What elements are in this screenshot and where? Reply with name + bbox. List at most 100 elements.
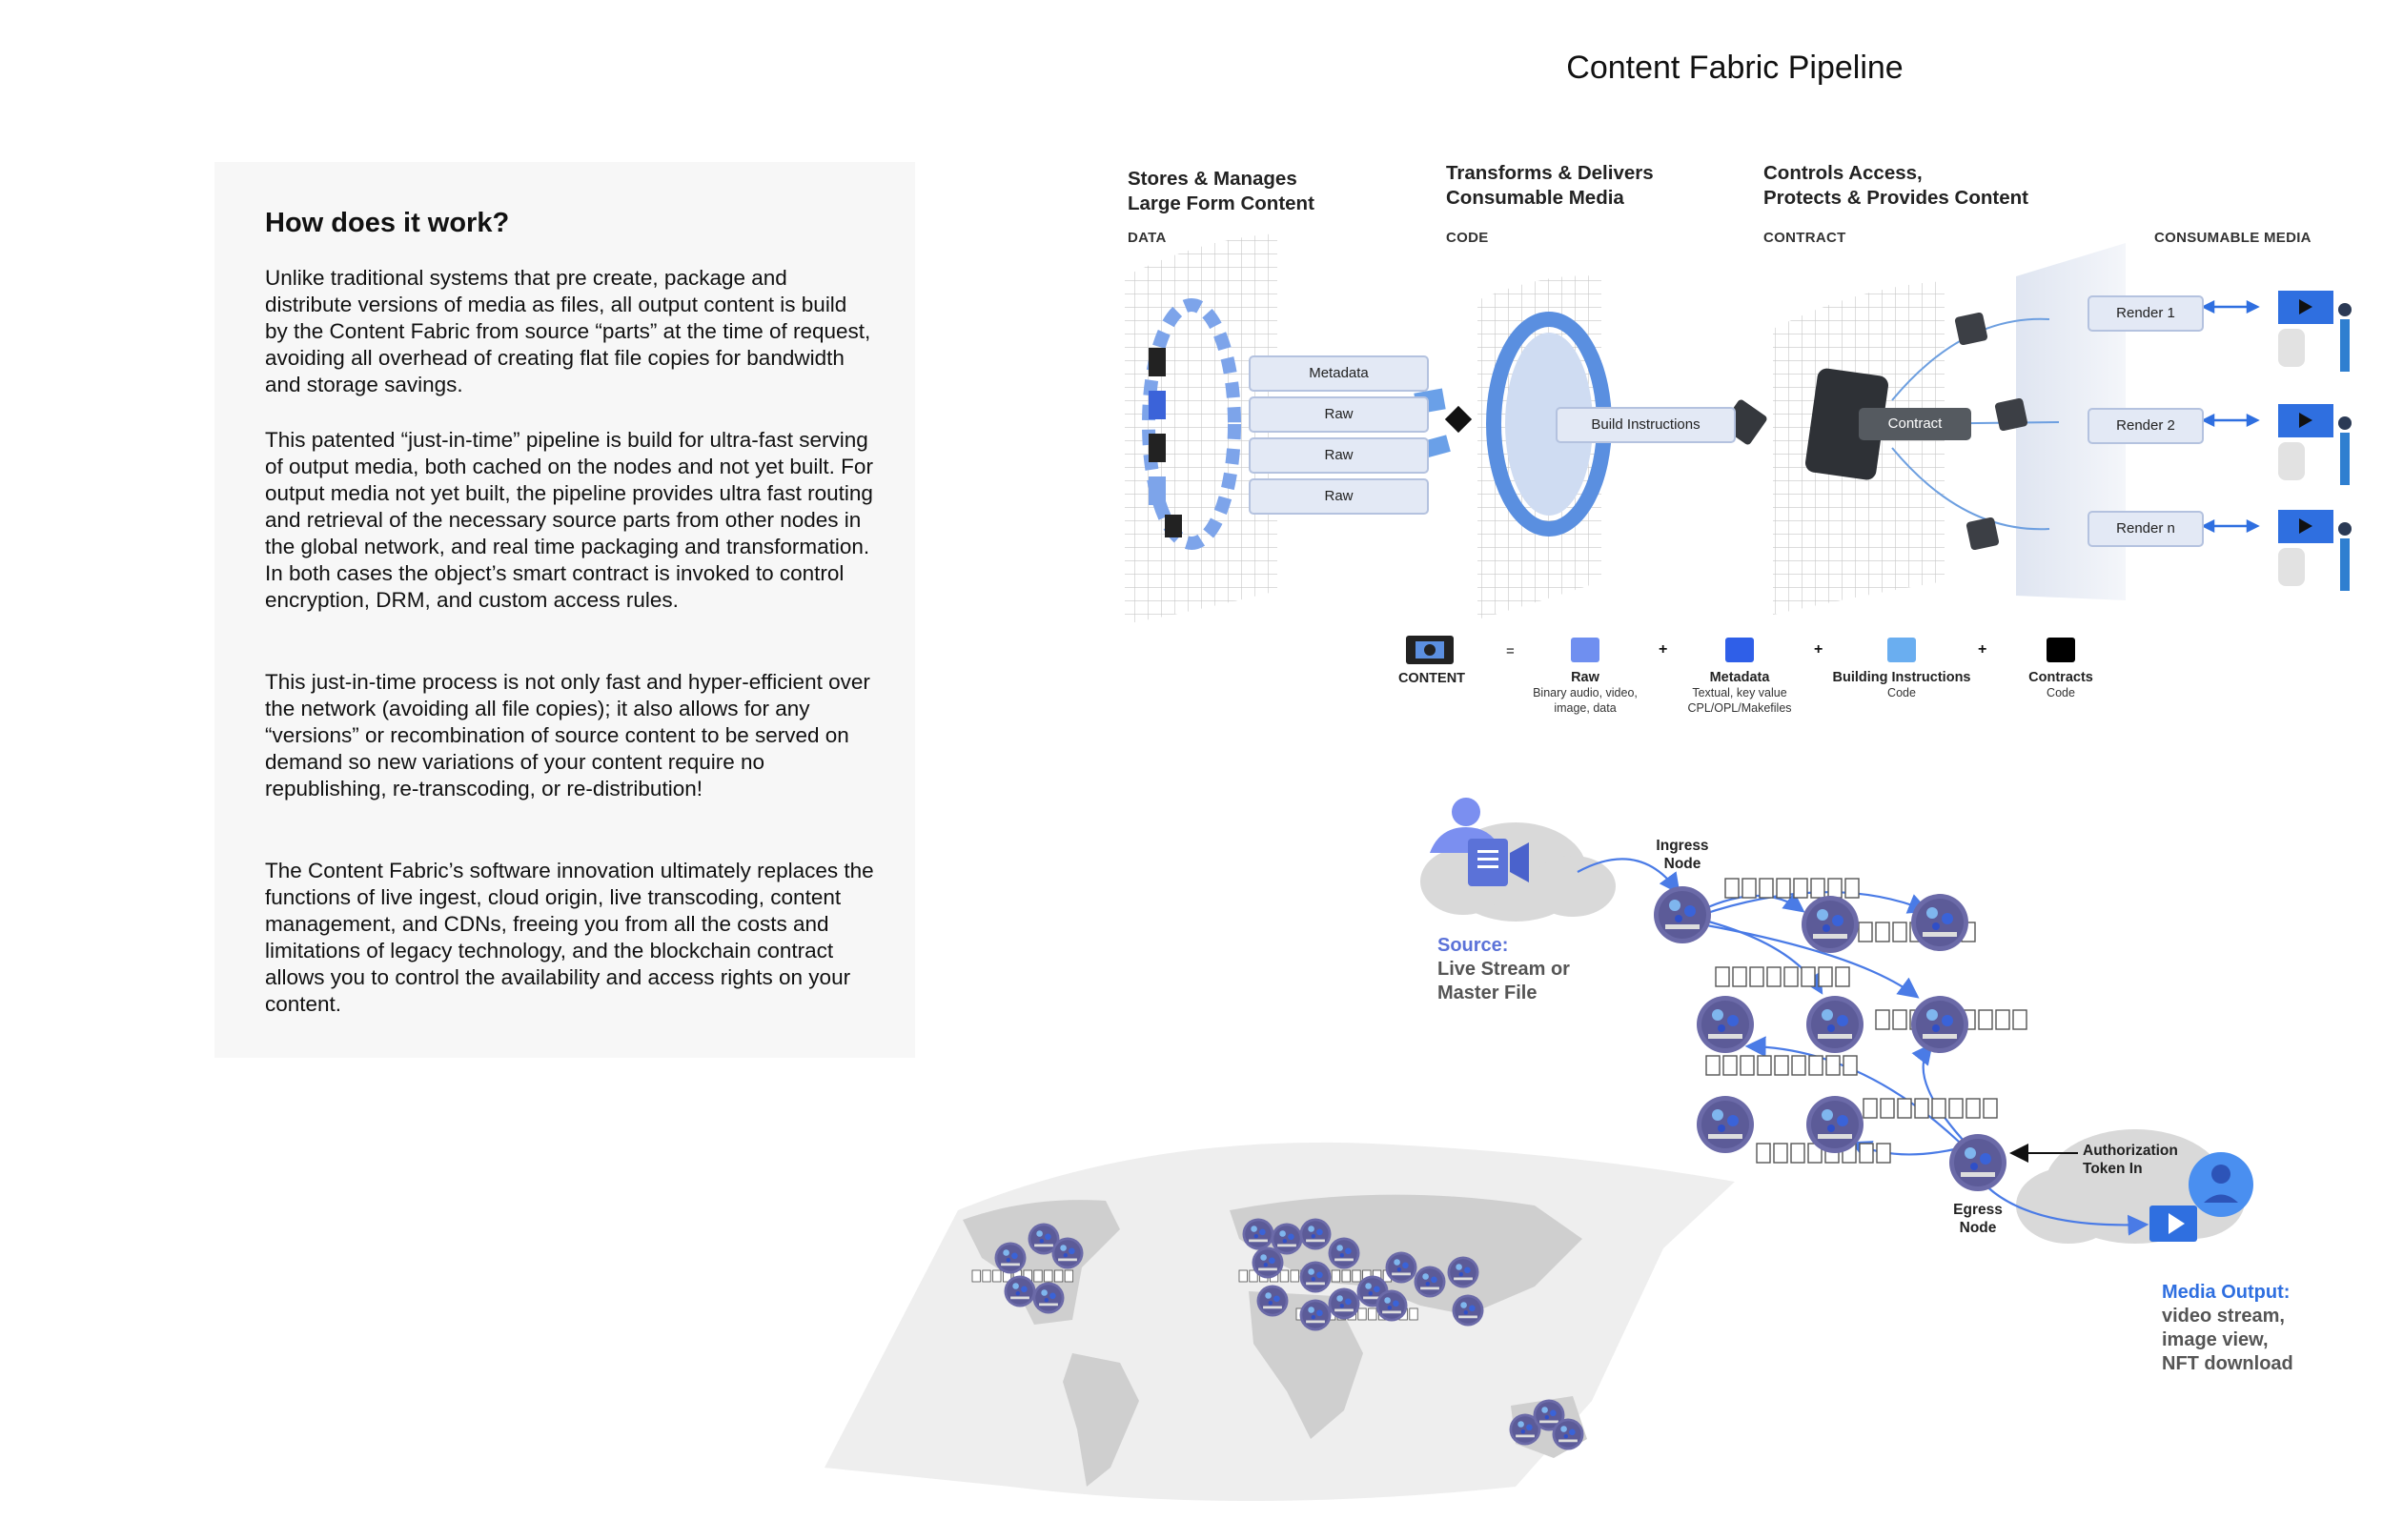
node-4 xyxy=(1697,996,1754,1053)
legend-content-label: CONTENT xyxy=(1397,671,1466,686)
egress-label-line-1: Egress xyxy=(1953,1202,2003,1218)
info-paragraph-1: Unlike traditional systems that pre crea… xyxy=(265,266,871,396)
section-data-header: Stores & Manages Large Form Content DATA xyxy=(1128,167,1314,246)
media-output-label: Media Output: xyxy=(2162,1282,2291,1303)
map-africa xyxy=(1249,1291,1363,1439)
legend-metadata-swatch xyxy=(1725,638,1754,662)
info-heading: How does it work? xyxy=(265,208,510,238)
lock-cube-2 xyxy=(1994,397,2028,432)
legend-contracts: Contracts Code xyxy=(1980,670,2142,700)
map-north-america xyxy=(963,1200,1120,1325)
legend-contracts-title: Contracts xyxy=(2028,670,2093,685)
lock-cube-1 xyxy=(1954,312,1988,346)
info-paragraph-2: This patented “just-in-time” pipeline is… xyxy=(265,428,873,612)
node-3 xyxy=(1911,894,1968,951)
legend-metadata-sub1: Textual, key value xyxy=(1692,686,1787,699)
legend-raw-title: Raw xyxy=(1571,670,1599,685)
network-nodes xyxy=(1654,886,2006,1191)
legend-raw: Raw Binary audio, video, image, data xyxy=(1504,670,1666,716)
ingress-node xyxy=(1654,886,1711,943)
info-card: How does it work? Unlike traditional sys… xyxy=(214,162,915,1058)
media-output-line-2: image view, xyxy=(2162,1329,2269,1350)
legend-plus-2: + xyxy=(1814,641,1823,658)
auth-label-line-1: Authorization xyxy=(2083,1143,2178,1159)
section-code-heading-1: Transforms & Delivers xyxy=(1446,162,1654,184)
render-n-box: Render n xyxy=(2088,511,2204,547)
data-ring xyxy=(1142,298,1241,550)
page-title: Content Fabric Pipeline xyxy=(1566,50,1904,86)
viewer-avatar-icon xyxy=(2189,1152,2253,1217)
source-line-2: Master File xyxy=(1437,983,1538,1003)
lock-cube-3 xyxy=(1965,517,2000,551)
build-instructions-box: Build Instructions xyxy=(1556,407,1736,443)
egress-node xyxy=(1949,1134,2006,1191)
node-6 xyxy=(1911,996,1968,1053)
section-media-label: CONSUMABLE MEDIA xyxy=(2154,230,2312,246)
media-output-block: Media Output: video stream, image view, … xyxy=(2162,1281,2293,1376)
legend-metadata: Metadata Textual, key value CPL/OPL/Make… xyxy=(1659,670,1821,716)
legend-metadata-title: Metadata xyxy=(1709,670,1770,685)
auth-label-line-2: Token In xyxy=(2083,1161,2143,1177)
pipeline-diagram: Stores & Manages Large Form Content DATA… xyxy=(0,0,2383,743)
legend-equals: = xyxy=(1506,643,1515,659)
ingress-label-line-2: Node xyxy=(1663,856,1701,872)
render-1-box: Render 1 xyxy=(2088,295,2204,332)
legend-metadata-sub2: CPL/OPL/Makefiles xyxy=(1687,701,1792,715)
consumer-figures xyxy=(2278,291,2352,591)
info-paragraph-4: The Content Fabric’s software innovation… xyxy=(265,859,874,1016)
chip-row-5 xyxy=(1705,1055,1858,1076)
legend-plus-1: + xyxy=(1659,641,1668,658)
section-code-label: CODE xyxy=(1446,230,1489,246)
legend-building-title: Building Instructions xyxy=(1832,670,1971,685)
info-paragraph-3: This just-in-time process is not only fa… xyxy=(265,670,870,800)
section-data-heading-1: Stores & Manages xyxy=(1128,168,1297,190)
legend-raw-sub1: Binary audio, video, xyxy=(1533,686,1638,699)
contract-line-3 xyxy=(1891,447,2050,531)
legend-plus-3: + xyxy=(1978,641,1987,658)
legend-building: Building Instructions Code xyxy=(1821,670,1983,700)
output-video-icon xyxy=(2149,1206,2197,1242)
data-item-metadata: Metadata xyxy=(1249,355,1429,392)
section-data-label: DATA xyxy=(1128,230,1167,246)
legend-raw-swatch xyxy=(1571,638,1599,662)
section-contract-label: CONTRACT xyxy=(1763,230,1846,246)
ingress-node-label: Ingress Node xyxy=(1640,837,1725,873)
legend-building-sub1: Code xyxy=(1887,686,1916,699)
node-2 xyxy=(1802,896,1859,953)
source-file-icon xyxy=(1468,839,1529,886)
render-output-arrows xyxy=(2201,299,2260,534)
node-5 xyxy=(1806,996,1864,1053)
section-contract-heading-2: Protects & Provides Content xyxy=(1763,187,2028,209)
media-output-line-1: video stream, xyxy=(2162,1306,2285,1327)
legend-contracts-sub1: Code xyxy=(2047,686,2075,699)
section-contract-header: Controls Access, Protects & Provides Con… xyxy=(1763,161,2028,246)
world-map xyxy=(825,1142,1735,1501)
legend-building-swatch xyxy=(1887,638,1916,662)
media-output-line-3: NFT download xyxy=(2162,1353,2293,1374)
contract-box: Contract xyxy=(1859,408,1971,440)
block-connector-2 xyxy=(1444,405,1473,434)
node-7 xyxy=(1697,1096,1754,1153)
legend-contracts-swatch xyxy=(2047,638,2075,662)
source-label-block: Source: Live Stream or Master File xyxy=(1437,934,1570,1005)
auth-token-label: Authorization Token In xyxy=(2083,1142,2178,1178)
section-contract-heading-1: Controls Access, xyxy=(1763,162,1923,184)
ingress-label-line-1: Ingress xyxy=(1656,838,1709,854)
data-item-raw-2: Raw xyxy=(1249,437,1429,474)
source-label: Source: xyxy=(1437,935,1509,956)
section-code-heading-2: Consumable Media xyxy=(1446,187,1624,209)
egress-node-label: Egress Node xyxy=(1935,1201,2021,1237)
node-8 xyxy=(1806,1096,1864,1153)
data-item-raw-1: Raw xyxy=(1249,396,1429,433)
source-line-1: Live Stream or xyxy=(1437,959,1570,980)
chip-row-6 xyxy=(1863,1098,1998,1119)
contract-device xyxy=(1804,368,1888,480)
map-south-america xyxy=(1063,1353,1139,1487)
legend-content-icon xyxy=(1406,636,1454,664)
render-2-box: Render 2 xyxy=(2088,408,2204,444)
chip-row-3 xyxy=(1715,966,1850,987)
legend-raw-sub2: image, data xyxy=(1554,701,1617,715)
data-item-raw-3: Raw xyxy=(1249,478,1429,515)
egress-label-line-2: Node xyxy=(1959,1220,1997,1236)
